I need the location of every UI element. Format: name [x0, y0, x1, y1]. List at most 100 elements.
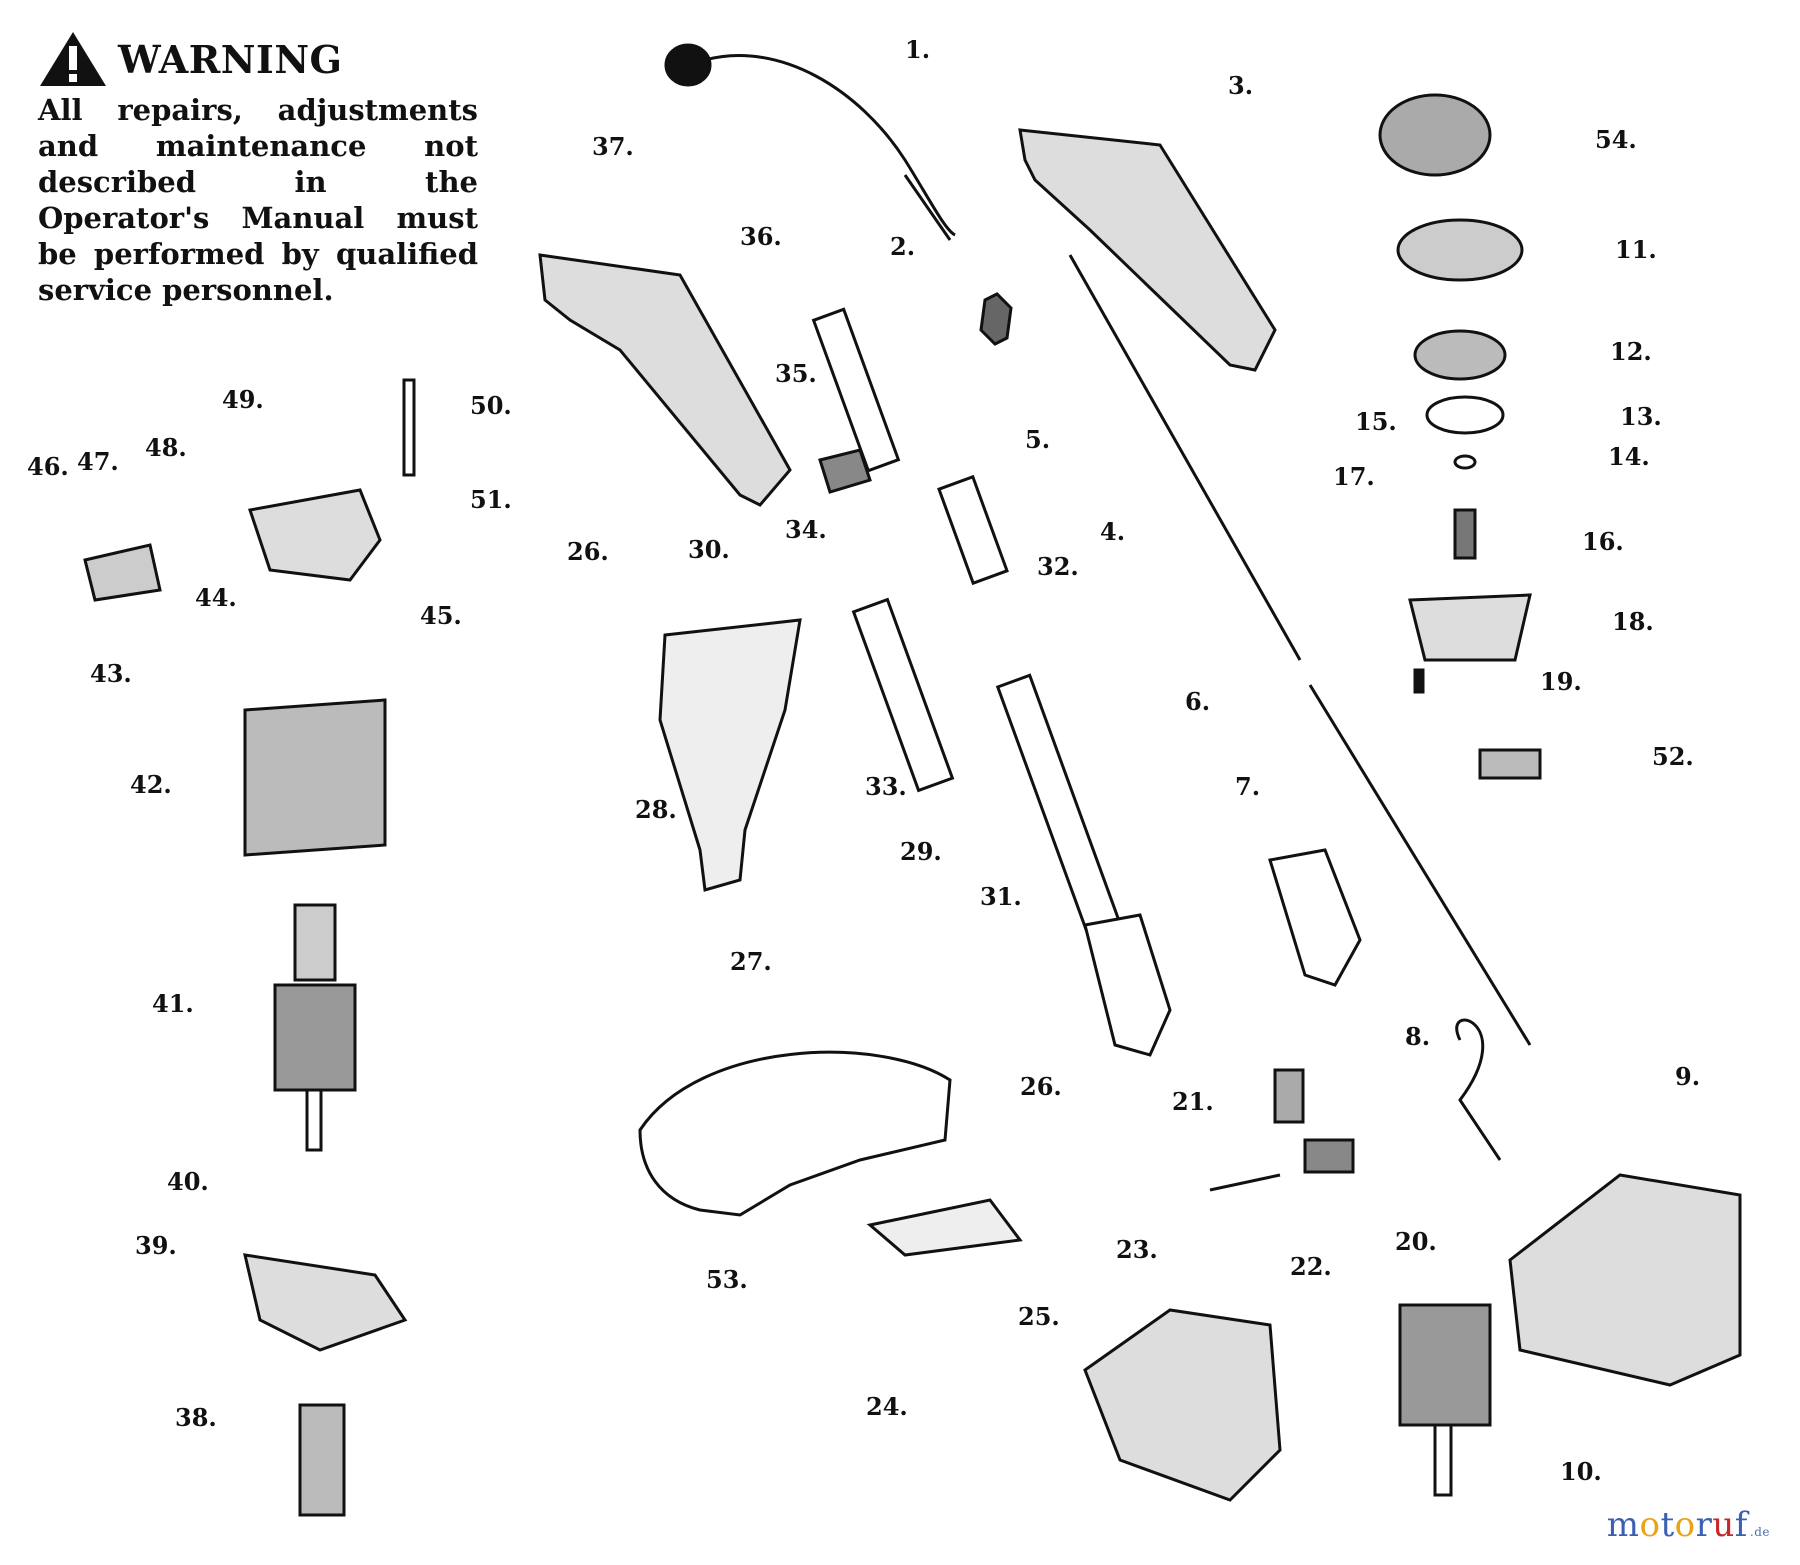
commutator-part — [293, 903, 337, 982]
motor-housing-right-part — [1508, 1173, 1742, 1387]
tube-part — [811, 307, 901, 473]
shaft-wire-part — [1068, 254, 1532, 1161]
motor-shaft-part — [1433, 1423, 1453, 1497]
part-label-13: 13. — [1620, 402, 1662, 431]
field-coil-part — [243, 698, 387, 857]
part-label-53: 53. — [706, 1265, 748, 1294]
part-label-42: 42. — [130, 770, 172, 799]
drive-shaft-part — [298, 1403, 346, 1517]
spool-part — [1413, 329, 1507, 381]
part-label-32: 32. — [1037, 552, 1079, 581]
part-label-52: 52. — [1652, 742, 1694, 771]
watermark-letter: f — [1734, 1505, 1748, 1545]
part-label-8: 8. — [1405, 1022, 1430, 1051]
part-label-38: 38. — [175, 1403, 217, 1432]
part-label-31: 31. — [980, 882, 1022, 911]
part-label-18: 18. — [1612, 607, 1654, 636]
watermark-domain: .de — [1749, 1525, 1770, 1539]
part-label-3: 3. — [1228, 71, 1253, 100]
part-label-19: 19. — [1540, 667, 1582, 696]
fan-part — [1396, 218, 1524, 282]
part-label-4: 4. — [1100, 517, 1125, 546]
retainer-part — [1413, 668, 1425, 694]
part-label-43: 43. — [90, 659, 132, 688]
warning-box: WARNING All repairs, adjustments and mai… — [38, 30, 478, 308]
spring-part — [1273, 1068, 1305, 1124]
warning-title: WARNING — [118, 36, 343, 82]
part-label-9: 9. — [1675, 1062, 1700, 1091]
part-label-41: 41. — [152, 989, 194, 1018]
part-label-24: 24. — [866, 1392, 908, 1421]
part-label-17: 17. — [1333, 462, 1375, 491]
part-label-14: 14. — [1608, 442, 1650, 471]
part-label-28: 28. — [635, 795, 677, 824]
part-label-30: 30. — [688, 535, 730, 564]
part-label-35: 35. — [775, 359, 817, 388]
part-label-29: 29. — [900, 837, 942, 866]
part-label-37: 37. — [592, 132, 634, 161]
handle-half-right-part — [1018, 128, 1277, 372]
brush-holder-part — [248, 488, 382, 582]
part-label-45: 45. — [420, 601, 462, 630]
part-label-34: 34. — [785, 515, 827, 544]
spool-spring-part — [1453, 508, 1477, 560]
part-label-12: 12. — [1610, 337, 1652, 366]
part-label-5: 5. — [1025, 425, 1050, 454]
part-label-47: 47. — [77, 447, 119, 476]
part-label-39: 39. — [135, 1231, 177, 1260]
part-label-16: 16. — [1582, 527, 1624, 556]
part-label-51: 51. — [470, 485, 512, 514]
part-label-49: 49. — [222, 385, 264, 414]
part-label-50: 50. — [470, 391, 512, 420]
bolt-part — [402, 378, 416, 477]
watermark-letter: r — [1695, 1505, 1713, 1545]
strain-relief-part — [979, 292, 1013, 346]
small-washer-part — [1453, 454, 1477, 470]
part-label-33: 33. — [865, 772, 907, 801]
handle-half-left-part — [538, 253, 792, 507]
wheel-bracket-right-part — [1268, 848, 1362, 987]
part-label-6: 6. — [1185, 687, 1210, 716]
watermark-letter: t — [1660, 1505, 1675, 1545]
part-label-23: 23. — [1116, 1235, 1158, 1264]
part-label-15: 15. — [1355, 407, 1397, 436]
part-label-7: 7. — [1235, 772, 1260, 801]
coupler-part — [937, 474, 1009, 586]
guard-bracket-part — [866, 1198, 1023, 1257]
part-label-26: 26. — [1020, 1072, 1062, 1101]
part-label-36: 36. — [740, 222, 782, 251]
part-label-48: 48. — [145, 433, 187, 462]
part-label-27: 27. — [730, 947, 772, 976]
latch-part — [1303, 1138, 1355, 1174]
part-label-44: 44. — [195, 583, 237, 612]
watermark-letter: m — [1606, 1505, 1640, 1545]
watermark-letter: u — [1712, 1505, 1735, 1545]
warning-header: WARNING — [38, 30, 478, 88]
part-label-46: 46. — [27, 452, 69, 481]
grommet-part — [818, 448, 872, 494]
motoruf-watermark: motoruf.de — [1607, 1505, 1770, 1545]
armature-part — [273, 983, 357, 1092]
warning-triangle-icon — [40, 32, 106, 86]
bearing-plate-part — [243, 1253, 408, 1352]
power-cord-part — [664, 43, 956, 241]
washer-part — [1425, 395, 1505, 435]
part-label-22: 22. — [1290, 1252, 1332, 1281]
pin-part — [1209, 1173, 1281, 1192]
front-handle-part — [658, 618, 802, 892]
part-label-2: 2. — [890, 232, 915, 261]
spool-cover-part — [1408, 593, 1532, 662]
part-label-11: 11. — [1615, 235, 1657, 264]
trimmer-head-part — [1378, 93, 1492, 177]
grass-guard-part — [638, 1050, 952, 1217]
upper-shaft-part — [851, 597, 955, 793]
clip-part — [1478, 748, 1542, 780]
wheel-bracket-left-part — [1083, 913, 1172, 1057]
armature-shaft-part — [305, 1088, 323, 1152]
part-label-1: 1. — [905, 35, 930, 64]
watermark-letter: o — [1639, 1505, 1661, 1545]
part-label-25: 25. — [1018, 1302, 1060, 1331]
